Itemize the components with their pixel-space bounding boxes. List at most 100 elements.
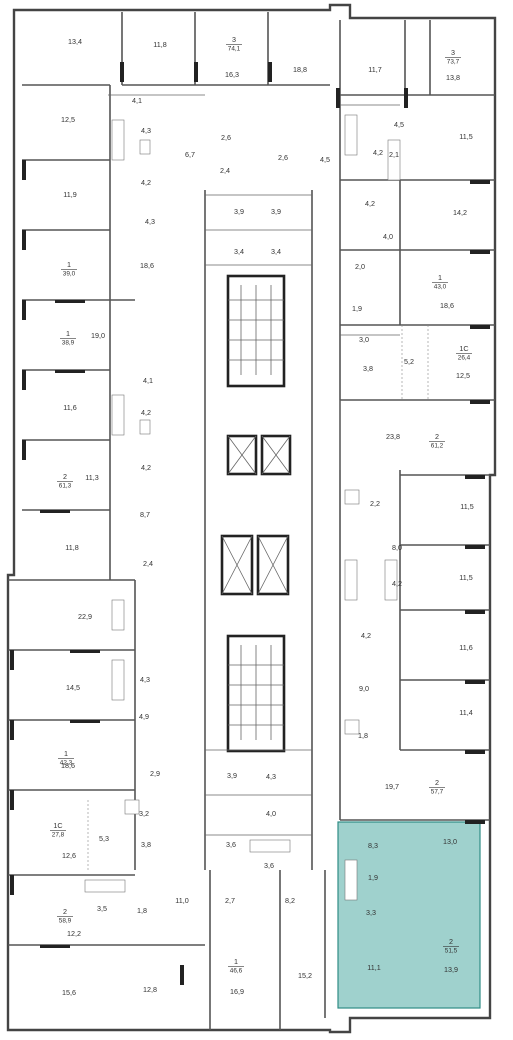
apartment-badge[interactable]: 139,0 (61, 260, 77, 278)
room-area-label: 4,2 (373, 148, 383, 157)
apartment-badge[interactable]: 261,2 (429, 432, 445, 450)
apartment-badge[interactable]: 257,7 (429, 778, 445, 796)
room-area-label: 4,2 (141, 408, 151, 417)
room-area-label: 3,4 (271, 247, 281, 256)
window-marks (10, 62, 490, 985)
apartment-badge[interactable]: 146,6 (228, 957, 244, 975)
room-area-label: 4,3 (141, 126, 151, 135)
elevator-shafts (220, 434, 292, 596)
room-area-label: 11,6 (459, 643, 472, 652)
apartment-room-count: 1С (459, 344, 468, 353)
apartment-badge[interactable]: 142,3 (58, 749, 74, 767)
room-area-label: 2,4 (220, 166, 230, 175)
apartment-total-area: 73,7 (447, 59, 460, 66)
room-area-label: 13,4 (68, 37, 82, 46)
room-area-label: 2,4 (143, 559, 153, 568)
room-area-label: 12,8 (143, 985, 157, 994)
room-area-label: 3,6 (226, 840, 236, 849)
room-area-label: 18,8 (293, 65, 307, 74)
room-area-label: 12,6 (62, 851, 76, 860)
room-area-label: 11,4 (459, 708, 472, 717)
apartment-badge[interactable]: 143,0 (432, 273, 448, 291)
room-area-label: 3,9 (227, 771, 237, 780)
apartment-room-count: 2 (63, 907, 67, 916)
apartment-room-count: 1 (64, 749, 68, 758)
apartment-room-count: 2 (435, 778, 439, 787)
corridor (204, 190, 313, 870)
room-area-label: 4,1 (143, 376, 153, 385)
apartment-badge[interactable]: 373,7 (445, 48, 461, 66)
room-area-label: 11,0 (175, 896, 188, 905)
room-area-label: 2,6 (221, 133, 231, 142)
room-area-label: 8,7 (140, 510, 150, 519)
room-area-label: 4,3 (140, 675, 150, 684)
room-area-label: 11,8 (65, 543, 78, 552)
room-area-label: 11,6 (63, 403, 76, 412)
room-area-label: 12,5 (456, 371, 470, 380)
room-area-label: 11,5 (460, 502, 473, 511)
room-area-label: 4,0 (383, 232, 393, 241)
room-area-label: 23,8 (386, 432, 400, 441)
apartment-room-count: 1 (66, 329, 70, 338)
room-area-label: 11,5 (459, 573, 472, 582)
apartment-total-area: 42,3 (60, 760, 73, 767)
room-area-label: 3,0 (359, 335, 369, 344)
room-area-label: 1,8 (358, 731, 368, 740)
room-area-label: 3,5 (97, 904, 107, 913)
room-area-label: 8,0 (392, 543, 402, 552)
room-area-label: 4,5 (320, 155, 330, 164)
room-area-label: 6,7 (185, 150, 195, 159)
room-area-label: 4,0 (266, 809, 276, 818)
building-outline (6, 3, 497, 1034)
room-area-label: 2,0 (355, 262, 365, 271)
room-area-label: 12,5 (61, 115, 75, 124)
room-area-label: 2,2 (370, 499, 380, 508)
room-area-label: 13,9 (444, 965, 458, 974)
apartment-room-count: 2 (435, 432, 439, 441)
room-area-label: 4,3 (266, 772, 276, 781)
room-area-label: 19,0 (91, 331, 105, 340)
room-area-label: 3,9 (234, 207, 244, 216)
apartment-badge[interactable]: 258,9 (57, 907, 73, 925)
room-area-label: 1,8 (137, 906, 147, 915)
room-area-label: 13,8 (446, 73, 460, 82)
room-area-label: 3,9 (271, 207, 281, 216)
selected-apartment-highlight[interactable] (337, 821, 481, 1009)
room-area-label: 4,2 (392, 579, 402, 588)
room-area-label: 11,7 (368, 65, 381, 74)
apartment-total-area: 58,9 (59, 918, 72, 925)
apartment-badge[interactable]: 261,3 (57, 472, 73, 490)
room-area-label: 3,8 (363, 364, 373, 373)
room-area-label: 5,2 (404, 357, 414, 366)
bathroom-fixtures (84, 114, 401, 901)
apartment-badge[interactable]: 138,9 (60, 329, 76, 347)
apartment-badge[interactable]: 374,1 (226, 35, 242, 53)
apartment-total-area: 74,1 (228, 46, 241, 53)
room-area-label: 4,1 (132, 96, 142, 105)
room-area-label: 8,2 (285, 896, 295, 905)
room-area-label: 11,9 (63, 190, 76, 199)
apartment-total-area: 61,3 (59, 483, 72, 490)
apartment-room-count: 2 (449, 937, 453, 946)
partition-dashes (87, 325, 429, 870)
room-area-label: 12,2 (67, 929, 81, 938)
room-area-label: 11,5 (459, 132, 472, 141)
apartment-total-area: 61,2 (431, 443, 444, 450)
room-area-label: 4,5 (394, 120, 404, 129)
apartment-room-count: 1 (234, 957, 238, 966)
apartment-total-area: 27,8 (52, 832, 65, 839)
room-area-label: 13,0 (443, 837, 457, 846)
room-area-label: 3,4 (234, 247, 244, 256)
room-area-label: 4,2 (141, 463, 151, 472)
room-area-label: 11,8 (153, 40, 166, 49)
room-area-label: 4,2 (141, 178, 151, 187)
apartment-room-count: 1 (438, 273, 442, 282)
room-area-label: 3,3 (366, 908, 376, 917)
room-area-label: 2,6 (278, 153, 288, 162)
apartment-badge[interactable]: 251,5 (443, 937, 459, 955)
room-area-label: 3,2 (139, 809, 149, 818)
